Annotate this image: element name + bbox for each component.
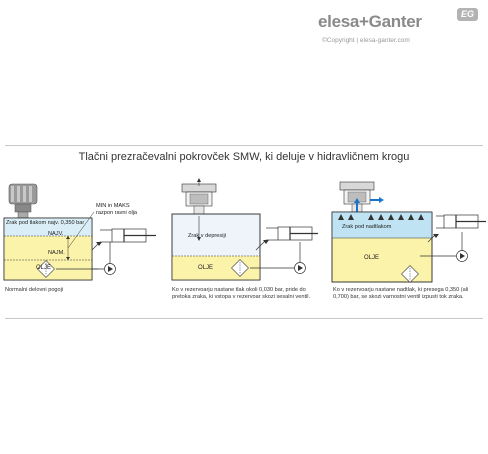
panel-1-diagram <box>3 183 156 281</box>
top-divider <box>5 145 483 146</box>
panel-3-diagram <box>331 181 486 283</box>
cylinder-2 <box>266 226 318 241</box>
max-level-label: NAJV. <box>48 231 64 237</box>
cylinder-1 <box>100 228 156 243</box>
brand-logo: elesa+Ganter <box>318 12 422 31</box>
pressure-arrows <box>338 214 424 220</box>
air-label-1: Zrak pod tlakom najv. 0,350 bar <box>6 220 85 226</box>
brand-badge: EG <box>457 8 478 21</box>
caption-3: Ko v rezervoarju nastane nadtlak, ki pre… <box>333 287 469 300</box>
exhaust-arrows <box>354 197 384 212</box>
air-label-2: Zrak v depresiji <box>188 233 226 239</box>
oil-label-1: OLJE <box>36 265 52 271</box>
air-label-3: Zrak pod nadtlakom <box>342 224 392 230</box>
air-zone-1 <box>4 218 92 236</box>
oil-label-3: OLJE <box>364 255 380 261</box>
breather-cap-2 <box>181 178 217 217</box>
panel-2-diagram <box>171 178 318 281</box>
bottom-divider <box>5 318 483 319</box>
breather-cap-1 <box>8 183 38 219</box>
min-max-label: MIN in MAKS razpon ravni olja <box>96 203 138 216</box>
caption-1: Normalni delovni pogoji <box>5 287 64 293</box>
min-level-label: NAJM. <box>48 250 65 256</box>
oil-label-2: OLJE <box>198 265 214 271</box>
cylinder-3 <box>436 214 486 229</box>
page-title: Tlačni prezračevalni pokrovček SMW, ki d… <box>78 151 410 163</box>
copyright-text: ©Copyright | elesa-ganter.com <box>322 37 410 44</box>
caption-2: Ko v rezervoarju nastane tlak okoli 0,03… <box>172 287 311 300</box>
